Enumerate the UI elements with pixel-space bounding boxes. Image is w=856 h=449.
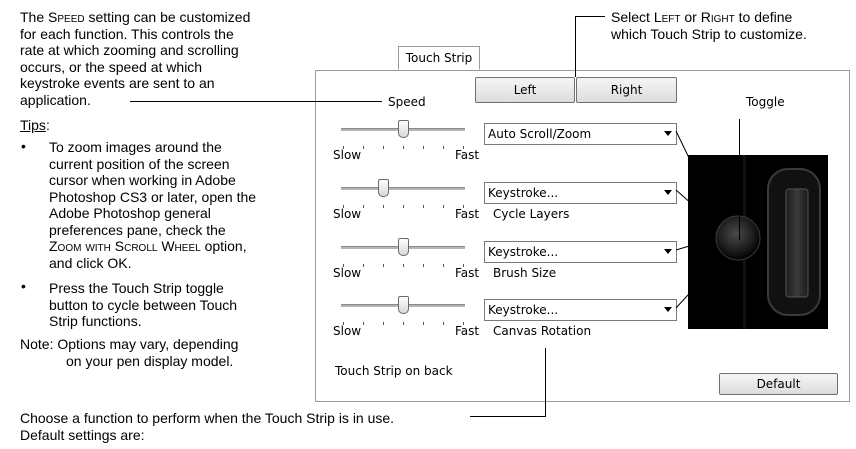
slider-tick (343, 322, 344, 325)
slider-tick (403, 146, 404, 149)
slider-tick (343, 264, 344, 267)
slow-label: Slow (333, 266, 362, 280)
fast-label: Fast (455, 324, 480, 338)
touch-strip-on-back-label: Touch Strip on back (335, 364, 453, 378)
slider-tick (363, 264, 364, 267)
dropdown-arrow-icon[interactable] (664, 190, 672, 195)
function-callout: Choose a function to perform when the To… (20, 410, 395, 443)
slider-tick (463, 146, 464, 149)
dropdown-arrow-icon[interactable] (664, 131, 672, 136)
tips-heading: Tips: (20, 117, 50, 133)
function-sublabel: Canvas Rotation (493, 324, 592, 338)
slider-tick (403, 322, 404, 325)
tip2-text: Press the Touch Strip toggle button to c… (49, 280, 238, 329)
touch-strip-icon (785, 188, 809, 298)
speed-slider-thumb[interactable] (397, 296, 409, 314)
slider-tick (443, 322, 444, 325)
leftright-callout-h (575, 16, 605, 17)
tip1-text: To zoom images around the current positi… (49, 139, 257, 271)
slider-tick (423, 205, 424, 208)
slider-tick (463, 322, 464, 325)
note-text: Note: Options may vary, depending on you… (20, 336, 239, 369)
fast-label: Fast (455, 148, 480, 162)
fast-label: Fast (455, 266, 480, 280)
display-graphic (688, 155, 828, 329)
toggle-label: Toggle (746, 95, 785, 109)
function-dropdown-value: Keystroke... (488, 245, 559, 259)
function-sublabel: Brush Size (493, 266, 557, 280)
slider-tick (403, 264, 404, 267)
speed-slider-track[interactable] (341, 187, 465, 190)
speed-description: The Speed setting can be customized for … (20, 9, 251, 108)
function-dropdown[interactable]: Auto Scroll/Zoom (484, 123, 677, 145)
tip1-bullet: • (21, 138, 26, 154)
speed-slider-thumb[interactable] (397, 120, 409, 138)
slider-tick (423, 322, 424, 325)
dropdown-arrow-icon[interactable] (664, 307, 672, 312)
slow-label: Slow (333, 207, 362, 221)
left-button[interactable]: Left (475, 77, 575, 103)
slider-tick (383, 322, 384, 325)
function-dropdown-value: Keystroke... (488, 303, 559, 317)
slider-tick (443, 264, 444, 267)
function-callout-v (545, 348, 546, 417)
pen-display-illustration (688, 155, 828, 329)
slow-label: Slow (333, 148, 362, 162)
slider-tick (343, 146, 344, 149)
slider-tick (463, 205, 464, 208)
slider-tick (363, 205, 364, 208)
slider-tick (363, 146, 364, 149)
function-dropdown[interactable]: Keystroke... (484, 182, 677, 204)
slider-tick (383, 205, 384, 208)
slider-tick (343, 205, 344, 208)
toggle-callout-line (739, 119, 740, 240)
slider-tick (463, 264, 464, 267)
slider-tick (383, 264, 384, 267)
function-dropdown-value: Auto Scroll/Zoom (488, 127, 592, 141)
speed-label: Speed (388, 95, 426, 109)
slider-tick (423, 264, 424, 267)
speed-callout-line (130, 101, 382, 102)
right-button[interactable]: Right (576, 77, 677, 103)
tab-touch-strip[interactable]: Touch Strip (398, 46, 480, 70)
slider-tick (423, 146, 424, 149)
slider-tick (363, 322, 364, 325)
left-right-callout: Select Left or Right to define which Tou… (611, 9, 807, 42)
function-callout-h (470, 416, 546, 417)
toggle-button-icon (715, 215, 761, 261)
fast-label: Fast (455, 207, 480, 221)
speed-slider-thumb[interactable] (397, 238, 409, 256)
speed-slider-thumb[interactable] (378, 179, 390, 197)
slider-tick (443, 146, 444, 149)
leftright-callout-v (575, 16, 576, 77)
default-button[interactable]: Default (719, 373, 838, 395)
dropdown-arrow-icon[interactable] (664, 249, 672, 254)
slow-label: Slow (333, 324, 362, 338)
slider-tick (383, 146, 384, 149)
function-sublabel: Cycle Layers (493, 207, 570, 221)
function-dropdown-value: Keystroke... (488, 186, 559, 200)
slider-tick (443, 205, 444, 208)
slider-tick (403, 205, 404, 208)
function-dropdown[interactable]: Keystroke... (484, 299, 677, 321)
tip2-bullet: • (21, 278, 26, 294)
function-dropdown[interactable]: Keystroke... (484, 241, 677, 263)
